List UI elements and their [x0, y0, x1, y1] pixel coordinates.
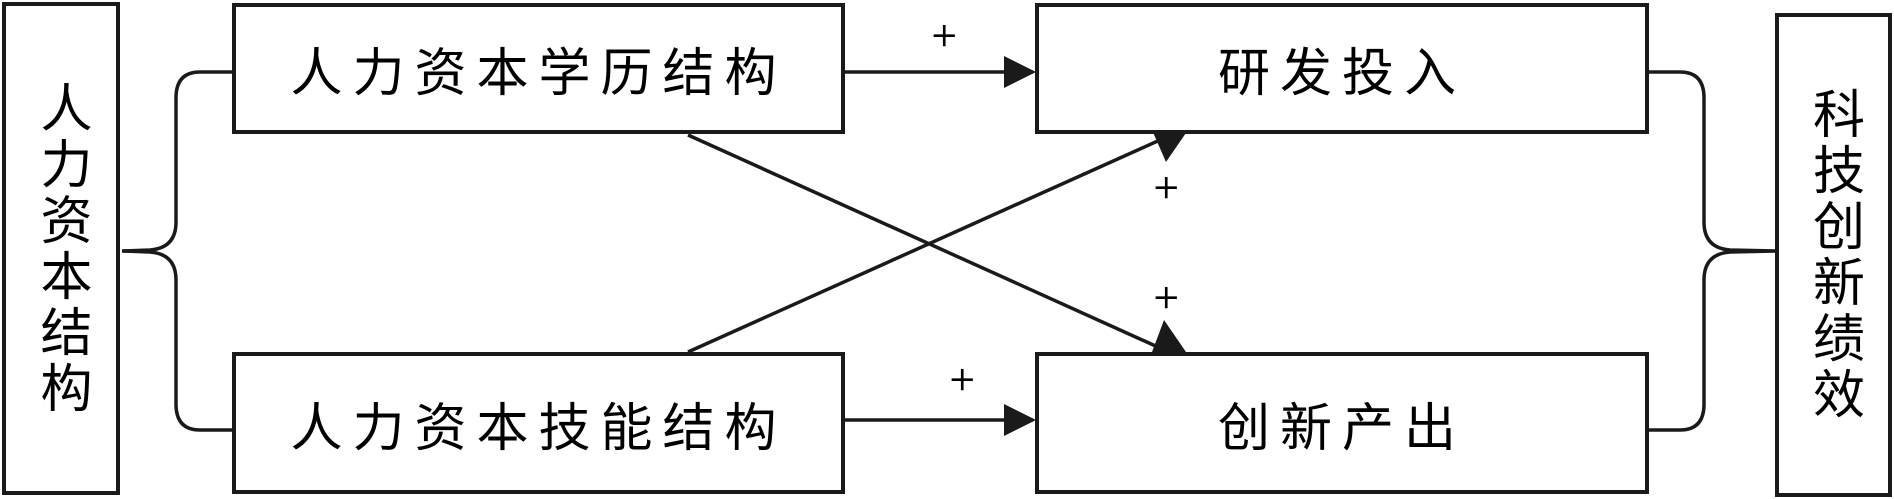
rd-input-box: 研发投入: [1035, 3, 1649, 134]
arrowhead-skill-to-output: [1004, 404, 1036, 436]
right-brace: [1648, 70, 1777, 432]
arrowhead-edu-to-rd: [1004, 56, 1036, 88]
human-capital-structure-label: 人力资本结构: [31, 80, 91, 417]
skill-structure-box: 人力资本技能结构: [232, 352, 845, 494]
arrowhead-skill-to-rd: [1152, 130, 1188, 162]
sign-edu-to-rd: +: [930, 15, 959, 55]
innovation-output-label: 创新产出: [1217, 398, 1466, 459]
education-structure-box: 人力资本学历结构: [232, 3, 845, 134]
tech-innovation-performance-box: 科技创新绩效: [1775, 13, 1892, 497]
sign-edu-to-output: +: [1152, 277, 1181, 317]
arrow-edu-to-output: [687, 133, 1161, 350]
skill-structure-label: 人力资本技能结构: [290, 398, 787, 459]
arrowhead-edu-to-output: [1152, 320, 1186, 352]
arrow-skill-to-rd: [687, 138, 1161, 354]
human-capital-structure-box: 人力资本结构: [2, 2, 120, 495]
left-brace: [121, 70, 232, 432]
sign-skill-to-output: +: [948, 359, 977, 399]
education-structure-label: 人力资本学历结构: [290, 44, 787, 104]
rd-input-label: 研发投入: [1217, 44, 1466, 104]
tech-innovation-performance-label: 科技创新绩效: [1803, 87, 1864, 423]
sign-skill-to-rd: +: [1152, 167, 1181, 207]
innovation-output-box: 创新产出: [1035, 352, 1649, 494]
